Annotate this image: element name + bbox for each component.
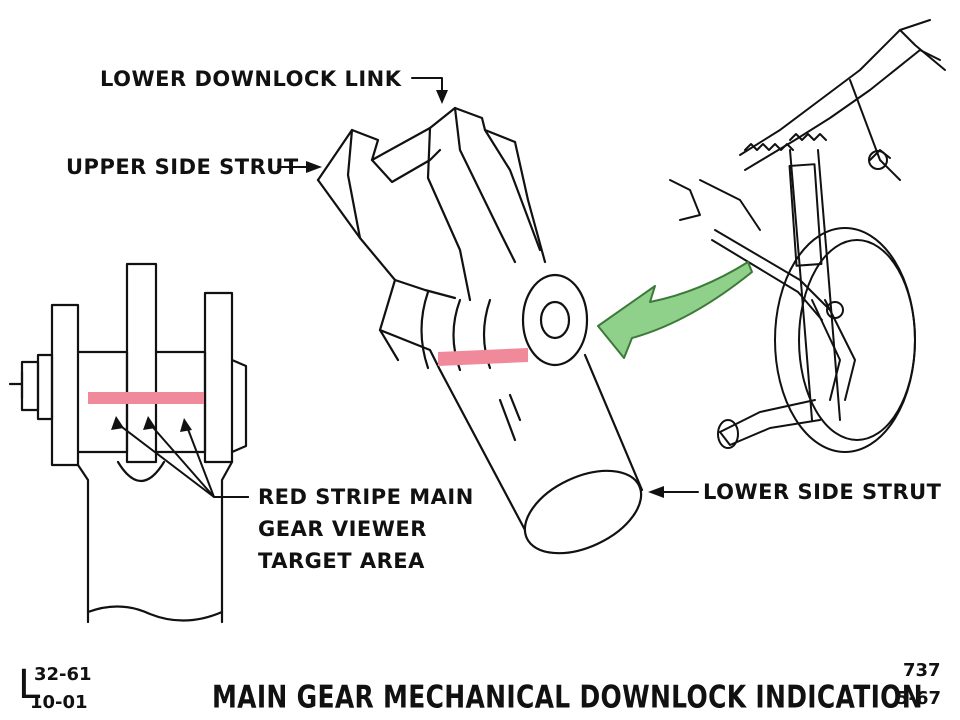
footer-code-top-left: 32-61 [34,664,92,685]
view-indicator-arrow [597,261,753,359]
diagram-caption: MAIN GEAR MECHANICAL DOWNLOCK INDICATION [212,678,923,715]
label-red-stripe-line1: RED STRIPE MAIN [258,485,474,509]
footer-code-top-right: 737 [903,660,941,681]
detail-view-assembly [8,262,248,624]
red-stripe-detail [88,392,204,404]
label-lower-downlock-link: LOWER DOWNLOCK LINK [100,67,402,91]
footer-code-bottom-left: 10-01 [30,692,88,713]
footer-code-bottom-right: 5-67 [896,688,942,709]
label-red-stripe-line3: TARGET AREA [258,549,425,573]
strut-assembly [316,106,644,555]
footer-bracket: L [18,662,41,708]
main-gear-assembly [669,19,946,453]
label-upper-side-strut: UPPER SIDE STRUT [66,155,299,179]
leader-lines [111,77,699,498]
red-stripe-strut [438,348,528,366]
label-lower-side-strut: LOWER SIDE STRUT [703,480,942,504]
label-red-stripe-line2: GEAR VIEWER [258,517,427,541]
